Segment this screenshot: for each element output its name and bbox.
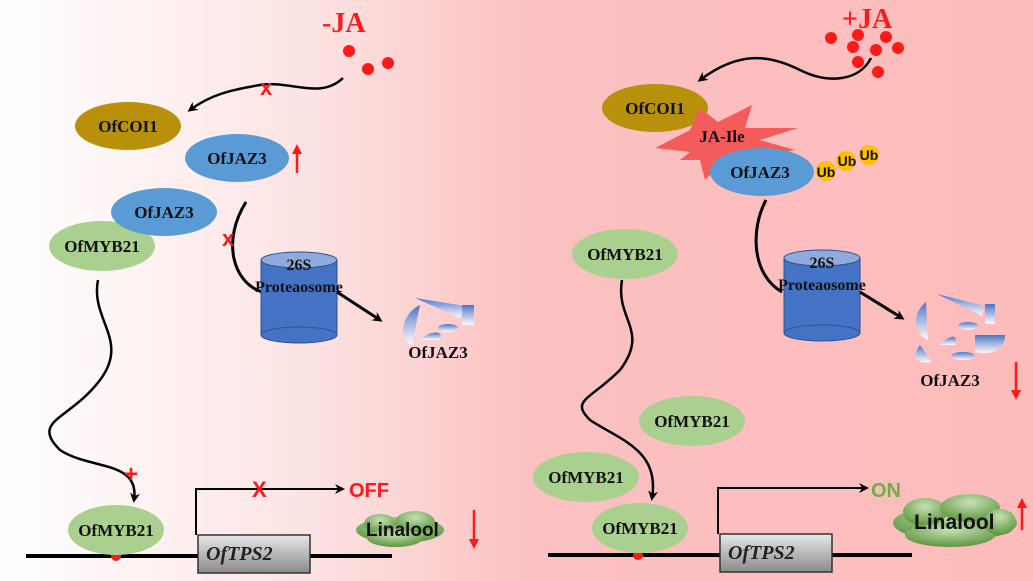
ofjaz3-right-label: OfJAZ3 bbox=[730, 163, 790, 182]
state-on-label: ON bbox=[871, 480, 901, 502]
jaz3-to-proteasome-path-blocked bbox=[231, 201, 263, 294]
degraded-jaz3-fragments-left bbox=[402, 298, 474, 345]
transcription-arrow-right bbox=[717, 483, 869, 534]
ofmyb21-right-b-label: OfMYB21 bbox=[654, 412, 730, 431]
ja-ile-label: JA-Ile bbox=[699, 127, 745, 146]
proteasome-left bbox=[260, 251, 338, 344]
ja-ile-burst bbox=[655, 105, 798, 180]
ofcoi1-right-label: OfCOI1 bbox=[625, 99, 685, 118]
ja-to-coi1-arrow-blocked bbox=[187, 77, 344, 112]
proteasome-right-label: Proteaosome bbox=[778, 277, 866, 294]
ofjaz3-left-upregulated bbox=[185, 134, 289, 182]
ofmyb21-bound-left bbox=[68, 505, 164, 555]
oftps2-gene-left-label: OfTPS2 bbox=[206, 543, 273, 565]
proteasome-right-arrow bbox=[859, 290, 905, 320]
ofcoi1-right bbox=[602, 84, 708, 132]
ofjaz3-left-up-label: OfJAZ3 bbox=[207, 149, 267, 168]
ofmyb21-right-b bbox=[639, 396, 745, 446]
oftps2-gene-left bbox=[197, 534, 311, 574]
proteasome-right-26s: 26S bbox=[810, 255, 835, 272]
oftps2-gene-right bbox=[719, 533, 833, 573]
ofmyb21-left bbox=[49, 221, 155, 271]
myb21-to-promoter-path-blocked bbox=[48, 279, 140, 503]
oftps2-gene-right-label: OfTPS2 bbox=[728, 542, 795, 564]
plus-ja-title: +JA bbox=[842, 4, 893, 35]
proteasome-left-label: Proteaosome bbox=[255, 279, 343, 296]
ofcoi1-left-label: OfCOI1 bbox=[98, 117, 158, 136]
block-x-icon: x bbox=[222, 226, 235, 251]
ofjaz3-right bbox=[710, 148, 814, 196]
ofmyb21-right-c bbox=[533, 452, 639, 502]
block-x-icon: x bbox=[260, 75, 273, 100]
transcription-arrow-left bbox=[195, 484, 345, 535]
jaz3-to-proteasome-path bbox=[754, 199, 783, 294]
myb21-to-promoter-path bbox=[580, 279, 659, 501]
ofmyb21-bound-right-label: OfMYB21 bbox=[602, 519, 678, 538]
state-off-label: OFF bbox=[349, 480, 389, 502]
ub-label: Ub bbox=[817, 164, 836, 180]
ja-molecules-left bbox=[343, 45, 394, 75]
ja-molecules-right bbox=[825, 29, 904, 78]
ub-label: Ub bbox=[838, 153, 857, 169]
ofmyb21-right-a bbox=[572, 229, 678, 279]
ofjaz3-left-bound bbox=[111, 188, 217, 236]
ja-to-coi1-arrow bbox=[697, 56, 873, 82]
linalool-left-label: Linalool bbox=[366, 520, 439, 541]
ofmyb21-right-c-label: OfMYB21 bbox=[548, 468, 624, 487]
ofmyb21-right-a-label: OfMYB21 bbox=[587, 245, 663, 264]
proteasome-left-arrow bbox=[336, 290, 383, 322]
degraded-jaz3-right-label: OfJAZ3 bbox=[920, 371, 980, 390]
proteasome-left-26s: 26S bbox=[287, 257, 312, 274]
linalool-cloud-left bbox=[356, 511, 444, 547]
linalool-right-label: Linalool bbox=[914, 511, 995, 534]
ofmyb21-bound-right bbox=[592, 503, 688, 553]
ofjaz3-left-bound-label: OfJAZ3 bbox=[134, 203, 194, 222]
ofmyb21-bound-left-label: OfMYB21 bbox=[78, 521, 154, 540]
ofmyb21-left-label: OfMYB21 bbox=[64, 237, 140, 256]
linalool-cloud-right bbox=[893, 494, 1017, 547]
proteasome-right bbox=[783, 249, 861, 342]
block-x-icon: + bbox=[124, 461, 138, 488]
ub-label: Ub bbox=[860, 147, 879, 163]
ofcoi1-left bbox=[75, 102, 181, 150]
block-x-icon: X bbox=[252, 477, 267, 502]
degraded-jaz3-fragments-right bbox=[915, 294, 1005, 363]
minus-ja-title: -JA bbox=[322, 8, 366, 39]
ubiquitin-chain: Ub Ub Ub bbox=[816, 145, 879, 181]
degraded-jaz3-left-label: OfJAZ3 bbox=[408, 343, 468, 362]
